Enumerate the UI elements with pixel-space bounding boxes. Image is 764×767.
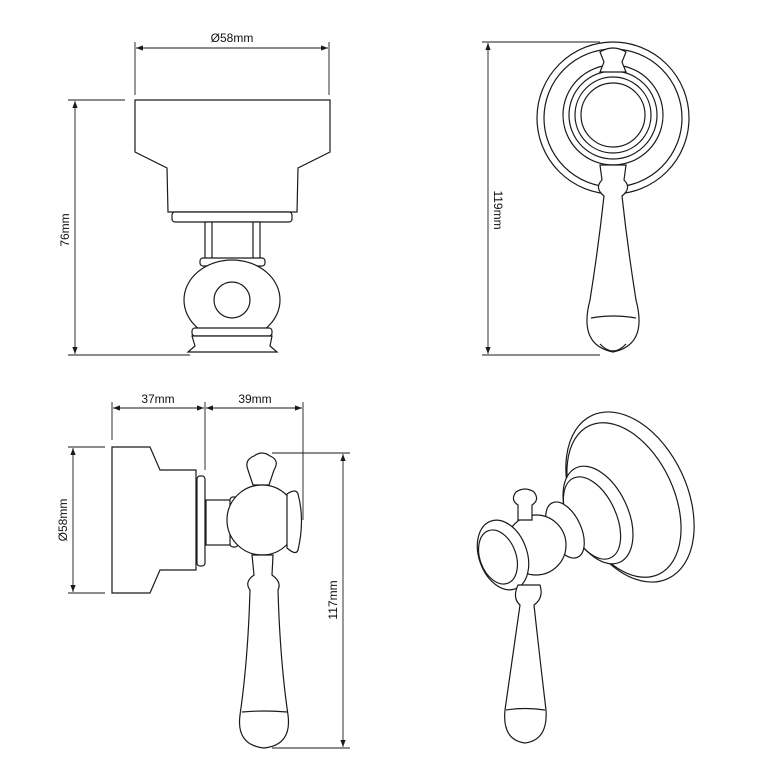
side-diameter-dimension: Ø58mm: [56, 446, 105, 594]
isometric-view: [476, 411, 695, 744]
handle-depth-label: 39mm: [238, 392, 271, 406]
front-width-label: Ø58mm: [211, 31, 254, 45]
handle-depth-dimension: 39mm: [206, 392, 304, 520]
plate-depth-dimension: 37mm: [111, 392, 206, 470]
side-diameter-label: Ø58mm: [56, 499, 70, 542]
side-height-label: 117mm: [326, 580, 340, 619]
plate-depth-label: 37mm: [141, 392, 174, 406]
front-width-dimension: Ø58mm: [134, 31, 330, 95]
side-height-dimension: 117mm: [272, 452, 350, 749]
side-top-height-dimension: 119mm: [482, 41, 600, 356]
side-top-view: 119mm: [482, 41, 690, 356]
side-bottom-view: 37mm 39mm Ø58mm 117mm: [56, 392, 350, 749]
front-height-label: 76mm: [58, 213, 72, 246]
side-top-height-label: 119mm: [491, 190, 505, 229]
front-view: Ø58mm 76mm: [58, 31, 331, 356]
front-height-dimension: 76mm: [58, 99, 190, 356]
